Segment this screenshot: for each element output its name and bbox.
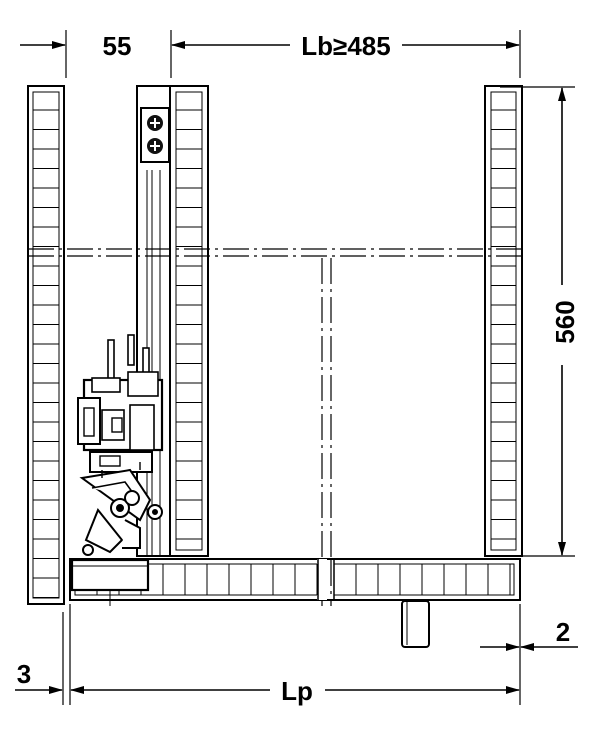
panel-ladder-right xyxy=(491,109,516,540)
front-handle xyxy=(401,600,430,648)
dim-label-lp: Lp xyxy=(281,676,313,706)
depth-dimension: 560 xyxy=(500,86,580,557)
top-dimensions: 55 Lb≥485 xyxy=(20,30,521,78)
bottom-dimensions: 3 Lp xyxy=(15,604,520,706)
inner-left-side-panel xyxy=(169,85,209,557)
right-side-panel xyxy=(484,85,523,557)
panel-ladder-bottom xyxy=(96,564,511,595)
dim-label-lb: Lb≥485 xyxy=(301,31,390,61)
front-fitting-block xyxy=(70,558,150,606)
dim-label-2: 2 xyxy=(556,617,570,647)
drawer-runner xyxy=(136,85,171,557)
locking-mechanism xyxy=(77,334,164,556)
panel-ladder-left xyxy=(33,109,59,598)
dim-label-560: 560 xyxy=(550,300,580,343)
bottom-panel xyxy=(69,558,521,601)
panel-ladder-inner xyxy=(176,109,202,540)
left-side-panel xyxy=(27,85,65,605)
dim-label-3: 3 xyxy=(17,659,31,689)
center-lines xyxy=(28,248,522,606)
mounting-bracket xyxy=(140,107,170,163)
right-gap-dimension: 2 xyxy=(480,604,578,705)
dim-label-55: 55 xyxy=(103,31,132,61)
